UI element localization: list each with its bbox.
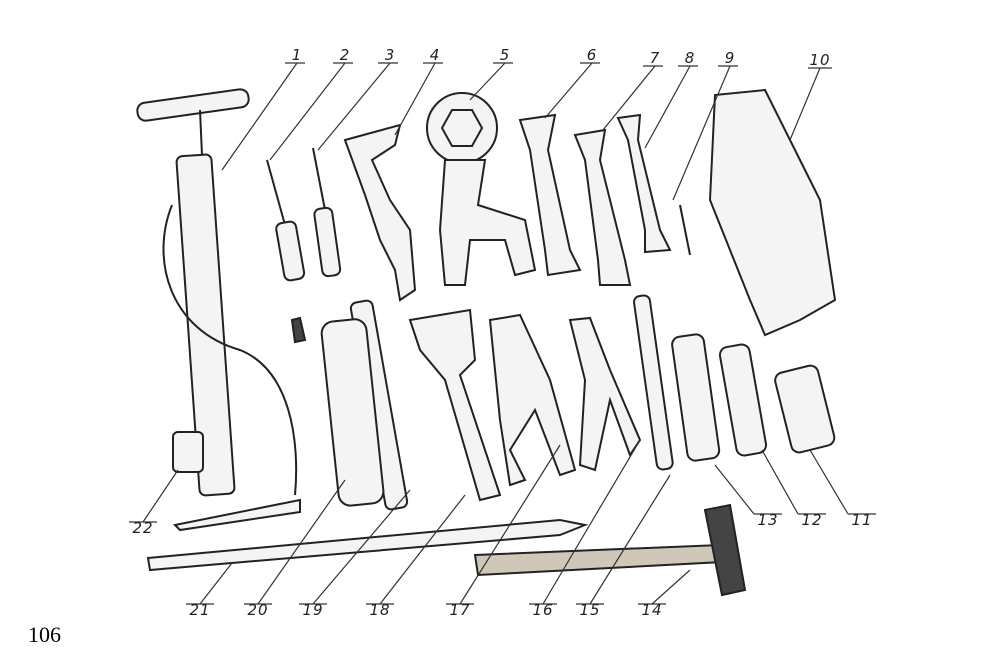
callout-10: 10	[809, 51, 831, 69]
callout-11: 11	[851, 511, 873, 529]
adjustable-wrench	[408, 308, 502, 502]
c-spanner	[343, 123, 417, 302]
callout-17: 17	[449, 601, 471, 619]
slip-joint-pliers	[488, 313, 577, 487]
callout-9: 9	[724, 49, 736, 67]
callout-20: 20	[247, 601, 269, 619]
callout-6: 6	[586, 46, 598, 64]
tool-roll	[708, 88, 837, 337]
side-cutter-pliers	[568, 316, 642, 472]
double-open-wrench	[426, 92, 537, 286]
callout-13: 13	[757, 511, 779, 529]
open-end-wrenches	[518, 113, 691, 286]
callout-7: 7	[649, 49, 661, 67]
tire-lever	[146, 518, 589, 572]
screwdrivers	[266, 147, 342, 282]
callout-5: 5	[499, 46, 511, 64]
hammer	[473, 503, 747, 597]
callout-18: 18	[369, 601, 391, 619]
valve-cap	[290, 316, 307, 344]
callout-14: 14	[641, 601, 663, 619]
page-number: 106	[28, 622, 61, 647]
callout-12: 12	[801, 511, 823, 529]
tire-valve-tool	[320, 318, 385, 507]
callout-8: 8	[684, 49, 696, 67]
tommy-bar	[633, 294, 674, 471]
box-spanners	[671, 333, 836, 462]
callout-2: 2	[339, 46, 351, 64]
valve-adapter	[172, 431, 204, 473]
callout-3: 3	[384, 46, 396, 64]
callout-16: 16	[532, 601, 554, 619]
callout-4: 4	[429, 46, 441, 64]
callout-22: 22	[132, 519, 154, 537]
tire-pump	[136, 88, 301, 532]
leader-lines	[129, 62, 876, 605]
callout-19: 19	[302, 601, 324, 619]
callout-1: 1	[291, 46, 303, 64]
callout-15: 15	[579, 601, 601, 619]
callout-21: 21	[189, 601, 211, 619]
